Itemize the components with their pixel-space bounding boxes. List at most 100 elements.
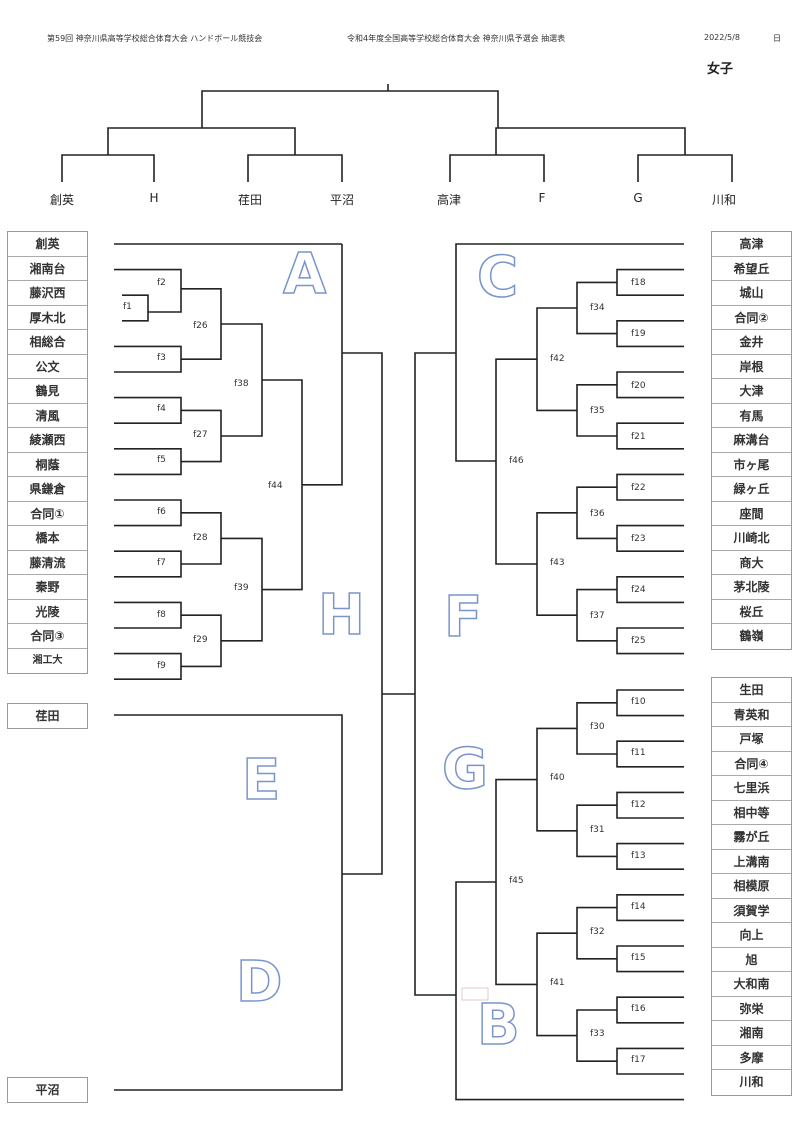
bracket-line (616, 996, 684, 1024)
team-box: 須賀学 (712, 899, 791, 923)
match-label: f19 (631, 329, 646, 339)
bracket-line (114, 268, 182, 313)
match-label: f22 (631, 483, 646, 493)
team-box: 茅北陵 (712, 575, 791, 600)
team-box: 厚木北 (8, 306, 87, 330)
match-label: f16 (631, 1004, 646, 1014)
match-label: f26 (193, 321, 208, 331)
team-box: 湘南台 (8, 257, 87, 281)
bracket-line (616, 576, 684, 604)
match-label: f3 (157, 353, 166, 363)
team-box: 川崎北 (712, 526, 791, 551)
match-label: f6 (157, 507, 166, 517)
match-label: f21 (631, 432, 646, 442)
match-label: f43 (550, 558, 565, 568)
team-box: 藤清流 (8, 551, 87, 575)
team-box: 川和 (739, 1075, 764, 1089)
team-box: 桐蔭 (8, 453, 87, 477)
team-box: 多摩 (712, 1046, 791, 1070)
team-box: 青英和 (712, 703, 791, 727)
match-label: f45 (509, 876, 524, 886)
final-bracket (201, 90, 499, 117)
match-label: f9 (157, 661, 166, 671)
day-of-week: 日 (773, 34, 781, 43)
match-label: f5 (157, 455, 166, 465)
team-box: 金井 (712, 330, 791, 355)
match-label: f15 (631, 953, 646, 963)
zone-letter-e: E (241, 748, 281, 813)
team-box: 大津 (712, 379, 791, 404)
bracket-line (114, 499, 182, 527)
team-box: 公文 (8, 355, 87, 379)
match-label: f46 (509, 456, 524, 466)
match-label: f24 (631, 585, 646, 595)
bracket-line (616, 524, 684, 552)
team-box: 藤沢西 (8, 281, 87, 306)
match-label: f40 (550, 773, 565, 783)
match-label: f4 (157, 404, 166, 414)
match-label: f37 (590, 611, 605, 621)
division-label: 女子 (707, 62, 734, 77)
match-label: f12 (631, 800, 646, 810)
team-box: 合同④ (712, 752, 791, 776)
final-slot-1: 創英 (49, 193, 74, 207)
final-slot-5: 高津 (436, 193, 461, 207)
zone-letter-h: H (317, 583, 365, 648)
tournament-title: 第59回 神奈川県高等学校総合体育大会 ハンドボール競技会 (47, 34, 263, 43)
team-box: 旭 (712, 948, 791, 972)
team-box: 合同② (712, 306, 791, 330)
team-box: 湘南 (712, 1021, 791, 1046)
team-box: 生田 (712, 678, 791, 703)
match-label: f27 (193, 430, 208, 440)
team-box: 綾瀬西 (8, 428, 87, 453)
team-box: 商大 (712, 551, 791, 575)
bracket-line (114, 652, 182, 680)
team-box: 鶴見 (8, 379, 87, 404)
match-label: f41 (550, 978, 565, 988)
team-box: 大和南 (712, 972, 791, 997)
bracket-line (114, 396, 182, 424)
zone-letter-f: F (443, 585, 483, 650)
team-box: 相中等 (712, 801, 791, 825)
team-box: 相総合 (8, 330, 87, 355)
bracket-line (302, 244, 343, 486)
bracket-line (616, 894, 684, 922)
zone-letter-a: A (282, 242, 327, 307)
match-label: f35 (590, 406, 605, 416)
bracket-line (616, 791, 684, 819)
match-label: f23 (631, 534, 646, 544)
team-box: 弥栄 (712, 997, 791, 1021)
tournament-subtitle: 令和4年度全国高等学校総合体育大会 神奈川県予選会 抽選表 (347, 34, 566, 43)
match-label: f14 (631, 902, 646, 912)
team-box: 県鎌倉 (8, 477, 87, 502)
bracket-line (616, 1047, 684, 1075)
match-label: f30 (590, 722, 605, 732)
team-box: 桜丘 (712, 600, 791, 624)
team-box: 創英 (8, 232, 87, 257)
team-box: 橋本 (8, 526, 87, 551)
team-box: 秦野 (8, 575, 87, 600)
team-box: 高津 (712, 232, 791, 257)
match-label: f31 (590, 825, 605, 835)
team-box: 麻溝台 (712, 428, 791, 453)
team-box: 合同① (8, 502, 87, 526)
bracket-line (342, 352, 383, 694)
match-label: f36 (590, 509, 605, 519)
match-label: f20 (631, 381, 646, 391)
match-label: f11 (631, 748, 646, 758)
team-box: 希望丘 (712, 257, 791, 281)
match-label: f34 (590, 303, 605, 313)
bracket-line (495, 358, 537, 565)
bracket-line (616, 945, 684, 973)
zone-letter-c: C (476, 245, 519, 310)
team-box: 七里浜 (712, 776, 791, 801)
bracket-line (616, 842, 684, 870)
match-label: f18 (631, 278, 646, 288)
bracket-line (455, 881, 684, 1101)
match-label: f44 (268, 481, 283, 491)
semi-bracket-right (449, 117, 733, 182)
zone-letter-g: G (441, 737, 488, 802)
match-label: f1 (123, 302, 132, 312)
team-box: 光陵 (8, 600, 87, 624)
